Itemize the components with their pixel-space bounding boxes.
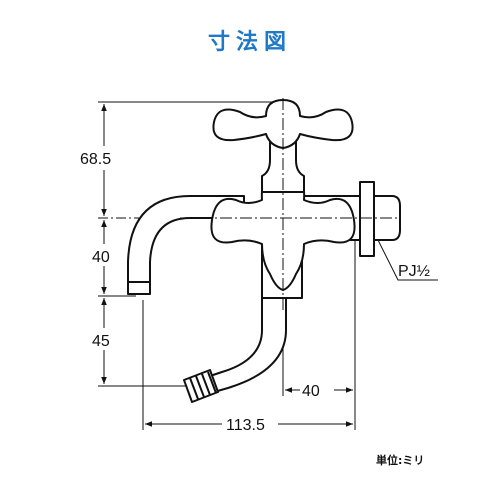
dim-spout-offset: 40 — [302, 383, 320, 400]
thread-label: PJ½ — [398, 263, 430, 280]
dim-total-width: 113.5 — [226, 417, 265, 434]
diagram-title: 寸法図 — [207, 30, 292, 55]
unit-note: 単位:ミリ — [376, 454, 425, 467]
dim-height-middle: 40 — [92, 249, 110, 266]
hose-nozzle — [183, 369, 219, 403]
dim-height-lower: 45 — [92, 333, 110, 350]
faucet-body — [127, 99, 401, 403]
dim-height-upper: 68.5 — [80, 151, 111, 168]
thread-leader-line — [377, 239, 438, 281]
